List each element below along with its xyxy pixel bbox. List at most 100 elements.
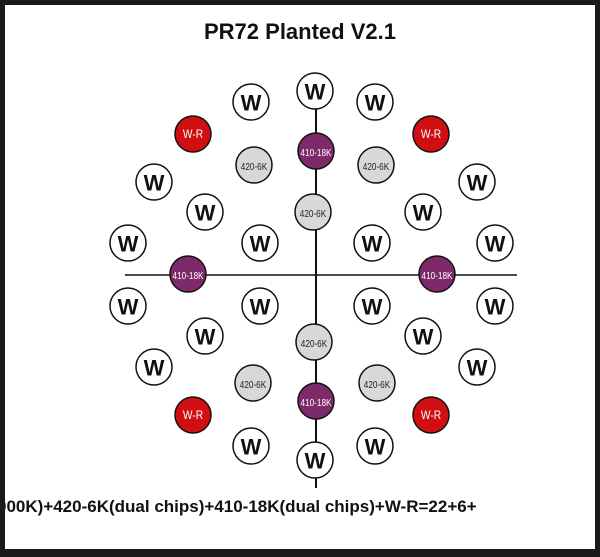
led-circle: [412, 115, 450, 153]
led-label: W: [195, 201, 216, 226]
led-label: W: [250, 295, 271, 320]
led-circle: [169, 255, 207, 293]
led-410-18k: 410-18K: [297, 382, 335, 420]
led-w: W: [232, 83, 270, 121]
led-circle: [186, 193, 224, 231]
led-circle: [297, 132, 335, 170]
led-circle: [404, 317, 442, 355]
led-w-r: W-R: [412, 115, 450, 153]
led-label: 410-18K: [422, 269, 454, 281]
led-w: W: [135, 348, 173, 386]
led-circle: [458, 348, 496, 386]
led-w: W: [458, 348, 496, 386]
led-w: W: [135, 163, 173, 201]
led-label: W: [362, 232, 383, 257]
led-label: 410-18K: [301, 146, 333, 158]
led-label: W-R: [421, 410, 441, 423]
led-circle: [458, 163, 496, 201]
led-circle: [418, 255, 456, 293]
led-w: W: [186, 193, 224, 231]
led-w: W: [458, 163, 496, 201]
led-label: W-R: [183, 410, 203, 423]
led-label: W: [144, 356, 165, 381]
led-w: W: [241, 224, 279, 262]
led-label: W: [413, 201, 434, 226]
led-circle: [241, 287, 279, 325]
led-label: W: [305, 80, 326, 105]
led-w: W: [476, 287, 514, 325]
led-410-18k: 410-18K: [169, 255, 207, 293]
led-420-6k: 420-6K: [295, 323, 333, 361]
diagram-panel: PR72 Planted V2.1 W W W W-R 410-18K W-R 420-6K…: [5, 5, 595, 549]
led-w: W: [404, 317, 442, 355]
led-circle: [186, 317, 224, 355]
led-label: W-R: [183, 129, 203, 142]
led-circle: [135, 348, 173, 386]
led-label: W-R: [421, 129, 441, 142]
led-label: W: [241, 435, 262, 460]
led-w: W: [109, 224, 147, 262]
led-420-6k: 420-6K: [358, 364, 396, 402]
led-circle: [412, 396, 450, 434]
led-circle: [296, 72, 334, 110]
led-circle: [294, 193, 332, 231]
led-label: 410-18K: [301, 396, 333, 408]
led-410-18k: 410-18K: [297, 132, 335, 170]
led-circle: [476, 224, 514, 262]
led-420-6k: 420-6K: [234, 364, 272, 402]
led-w: W: [232, 427, 270, 465]
diagram-title: PR72 Planted V2.1: [204, 19, 396, 44]
led-circle: [241, 224, 279, 262]
led-label: W: [365, 435, 386, 460]
led-label: W: [485, 232, 506, 257]
led-label: W: [413, 325, 434, 350]
led-circle: [232, 83, 270, 121]
led-label: W: [362, 295, 383, 320]
led-circle: [353, 287, 391, 325]
led-w: W: [353, 224, 391, 262]
led-label: 420-6K: [300, 207, 327, 219]
led-group: W W W W-R 410-18K W-R 420-6K 420-6K W W W 420-6K W W W…: [109, 72, 514, 479]
led-w: W: [356, 427, 394, 465]
led-layout-diagram: W W W W-R 410-18K W-R 420-6K 420-6K W W W 420-6K W W W…: [109, 72, 517, 488]
led-circle: [174, 396, 212, 434]
led-w: W: [404, 193, 442, 231]
led-label: 420-6K: [364, 378, 391, 390]
led-w: W: [241, 287, 279, 325]
led-label: 420-6K: [241, 160, 268, 172]
led-circle: [109, 224, 147, 262]
led-w-r: W-R: [174, 115, 212, 153]
led-w: W: [476, 224, 514, 262]
led-label: W: [467, 171, 488, 196]
chip-formula-caption: 000K)+420-6K(dual chips)+410-18K(dual ch…: [5, 497, 477, 516]
led-circle: [235, 146, 273, 184]
led-label: W: [250, 232, 271, 257]
led-circle: [232, 427, 270, 465]
led-label: 420-6K: [301, 337, 328, 349]
led-w: W: [109, 287, 147, 325]
led-label: W: [118, 232, 139, 257]
led-circle: [174, 115, 212, 153]
led-420-6k: 420-6K: [235, 146, 273, 184]
led-410-18k: 410-18K: [418, 255, 456, 293]
led-label: W: [485, 295, 506, 320]
led-circle: [356, 427, 394, 465]
led-label: W: [144, 171, 165, 196]
led-label: W: [195, 325, 216, 350]
led-w: W: [186, 317, 224, 355]
led-label: W: [467, 356, 488, 381]
led-w: W: [296, 72, 334, 110]
led-420-6k: 420-6K: [357, 146, 395, 184]
led-circle: [135, 163, 173, 201]
led-circle: [234, 364, 272, 402]
led-label: W: [305, 449, 326, 474]
led-circle: [476, 287, 514, 325]
led-w: W: [353, 287, 391, 325]
led-circle: [109, 287, 147, 325]
led-label: 410-18K: [173, 269, 205, 281]
led-w-r: W-R: [412, 396, 450, 434]
led-circle: [358, 364, 396, 402]
led-circle: [356, 83, 394, 121]
led-label: W: [365, 91, 386, 116]
led-circle: [404, 193, 442, 231]
